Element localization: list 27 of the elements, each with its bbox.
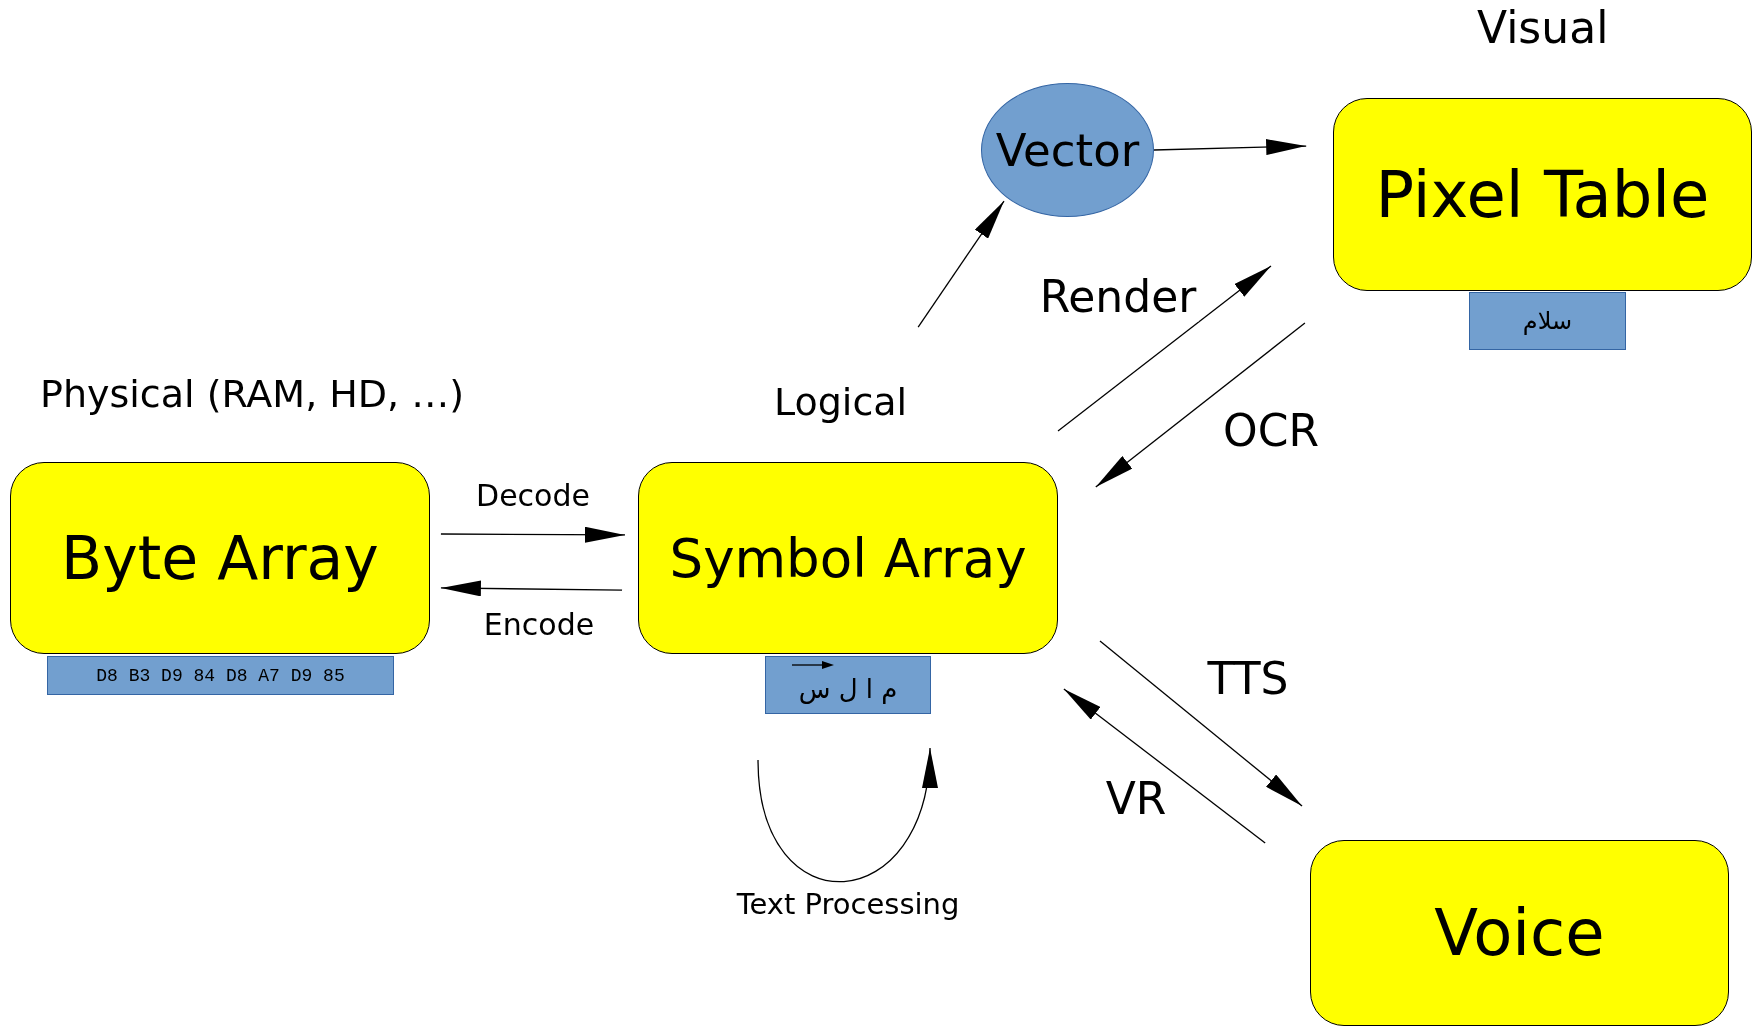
node-label: Voice	[1434, 896, 1605, 970]
node-label: Vector	[995, 123, 1140, 177]
layer-heading: Logical	[774, 380, 908, 424]
layer-heading: Physical (RAM, HD, …)	[40, 372, 465, 416]
layer-heading: Visual	[1477, 2, 1609, 53]
arrow	[1063, 688, 1266, 844]
node-label: Byte Array	[61, 523, 379, 593]
label-tag	[47, 656, 394, 695]
label-tag	[1469, 292, 1626, 350]
node-label: Pixel Table	[1375, 157, 1710, 232]
rounded-box	[1333, 98, 1752, 291]
arrow	[1095, 322, 1306, 488]
node-label: سلام	[1522, 307, 1573, 335]
node-label: س ل ا م	[798, 674, 898, 704]
label-tag	[765, 656, 931, 714]
node-label: Symbol Array	[669, 527, 1027, 589]
arrow	[440, 580, 623, 597]
arrow	[1057, 265, 1272, 432]
rounded-box	[1310, 840, 1729, 1026]
rounded-box	[638, 462, 1058, 654]
arrow	[440, 526, 626, 543]
arrow	[757, 747, 935, 883]
node-label: D8 B3 D9 84 D8 A7 D9 85	[96, 665, 345, 686]
rounded-box	[10, 462, 430, 654]
arrow	[1153, 139, 1307, 156]
arrow	[917, 200, 1005, 328]
arrow	[1099, 640, 1303, 807]
